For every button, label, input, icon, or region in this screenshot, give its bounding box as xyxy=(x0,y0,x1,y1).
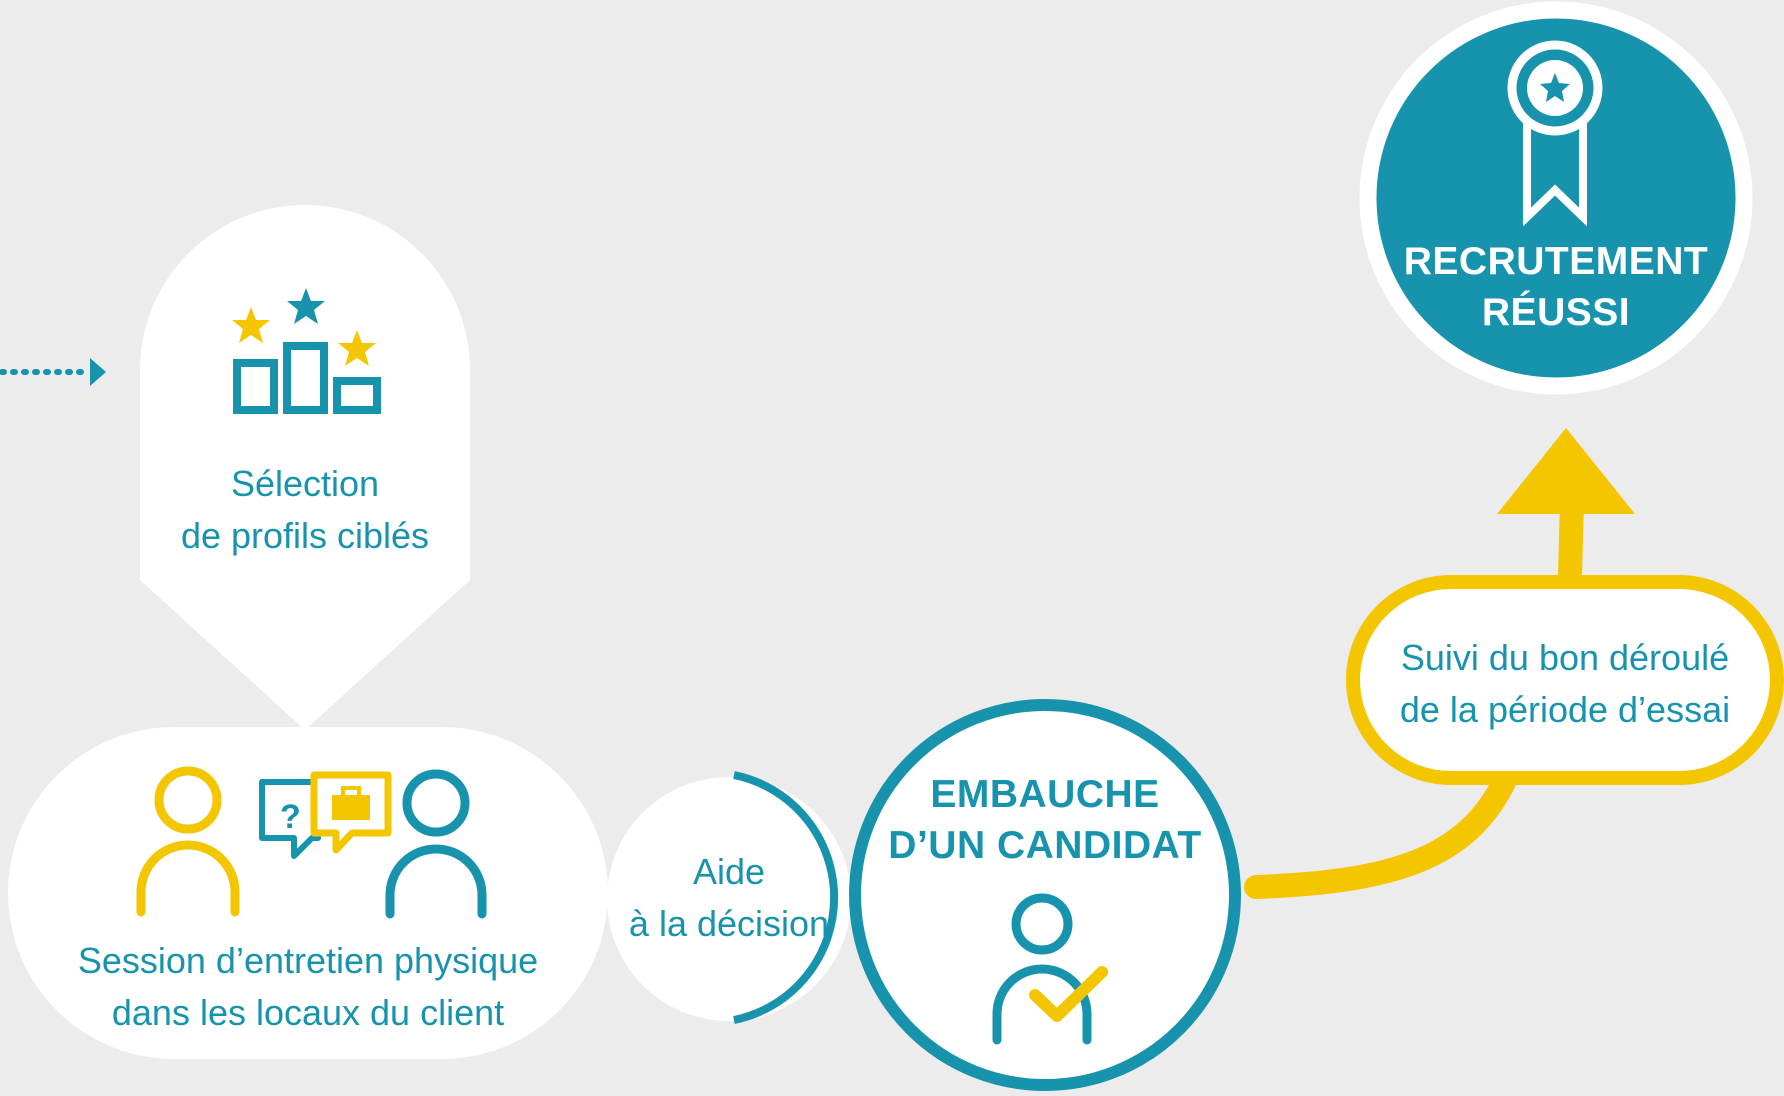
success-label: RECRUTEMENT RÉUSSI xyxy=(1366,237,1746,338)
followup-bubble xyxy=(1346,575,1784,785)
decision-arc xyxy=(733,771,839,1024)
interview-people-icon: ? xyxy=(136,766,487,919)
interview-label-line2: dans les locaux du client xyxy=(111,992,505,1034)
svg-text:?: ? xyxy=(280,798,301,836)
decision-label-line1: Aide xyxy=(692,851,766,892)
followup-label-line2: de la période d’essai xyxy=(1399,689,1731,731)
decision-bubble xyxy=(607,777,851,1021)
success-label-line1: RECRUTEMENT xyxy=(1403,240,1709,283)
hire-label: EMBAUCHE D’UN CANDIDAT xyxy=(855,770,1235,871)
success-bubble xyxy=(1359,1,1753,395)
selection-bubble xyxy=(140,205,470,730)
hire-label-line2: D’UN CANDIDAT xyxy=(888,823,1202,867)
followup-label: Suivi du bon déroulé de la période d’ess… xyxy=(1353,632,1777,736)
selection-label-line2: de profils ciblés xyxy=(180,515,430,557)
interview-label: Session d’entretien physique dans les lo… xyxy=(8,935,608,1039)
hire-label-line1: EMBAUCHE xyxy=(930,773,1160,816)
podium-stars-icon xyxy=(232,288,381,414)
success-label-line2: RÉUSSI xyxy=(1481,290,1631,334)
incoming-dotted-arrow xyxy=(0,358,106,386)
decision-label: Aide à la décision xyxy=(607,846,851,950)
person-check-icon xyxy=(992,893,1108,1045)
followup-label-line1: Suivi du bon déroulé xyxy=(1400,637,1730,678)
decision-label-line2: à la décision xyxy=(628,903,830,945)
yellow-connector-curve xyxy=(1244,766,1518,899)
award-ribbon-icon xyxy=(1507,40,1603,227)
selection-label: Sélection de profils ciblés xyxy=(140,458,470,562)
interview-label-line1: Session d’entretien physique xyxy=(77,940,539,981)
selection-label-line1: Sélection xyxy=(230,463,380,504)
yellow-up-arrow xyxy=(1497,428,1635,577)
